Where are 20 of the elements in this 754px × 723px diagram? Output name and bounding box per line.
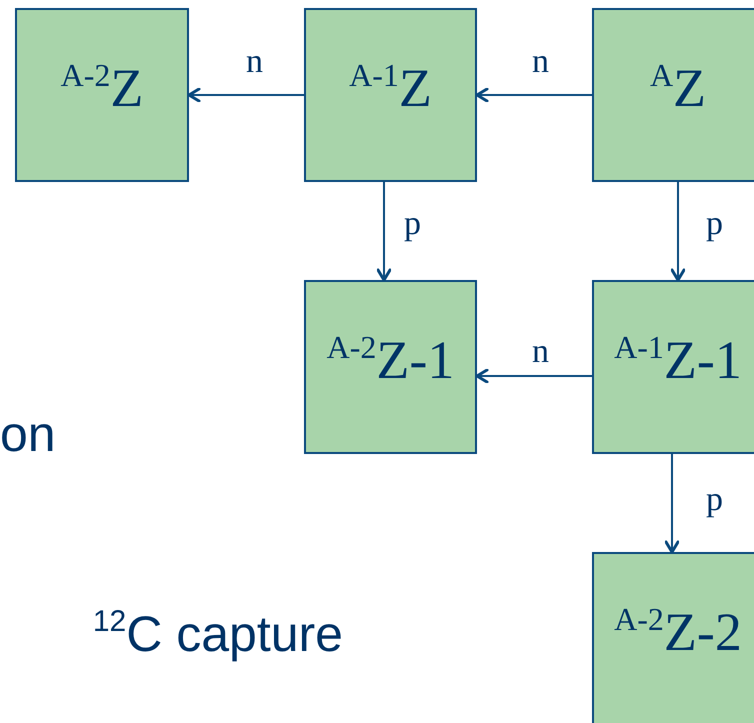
nuclide-label: $^{A-1}$Z-1 bbox=[613, 330, 743, 392]
arrow bbox=[476, 368, 592, 384]
nuclide-box bbox=[592, 8, 754, 182]
arrow bbox=[670, 182, 686, 282]
arrow bbox=[376, 182, 392, 282]
nuclide-label: $^{A-1}$Z bbox=[348, 58, 433, 120]
arrow bbox=[664, 454, 680, 554]
nuclide-box bbox=[592, 280, 754, 454]
nuclide-label: $^{A}$Z bbox=[648, 58, 708, 120]
nuclide-box bbox=[15, 8, 189, 182]
nuclide-box bbox=[304, 8, 477, 182]
arrow bbox=[188, 88, 304, 102]
nuclide-label: $^{A-2}$Z bbox=[60, 58, 144, 120]
text-label: $^{12}$C capture bbox=[92, 606, 343, 664]
nuclide-label: $^{A-2}$Z-2 bbox=[613, 602, 743, 664]
arrow bbox=[476, 88, 592, 102]
nuclide-box bbox=[304, 280, 477, 454]
nuclide-box bbox=[592, 552, 754, 723]
nuclide-label: $^{A-2}$Z-1 bbox=[326, 330, 456, 392]
text-label: on bbox=[0, 406, 56, 462]
